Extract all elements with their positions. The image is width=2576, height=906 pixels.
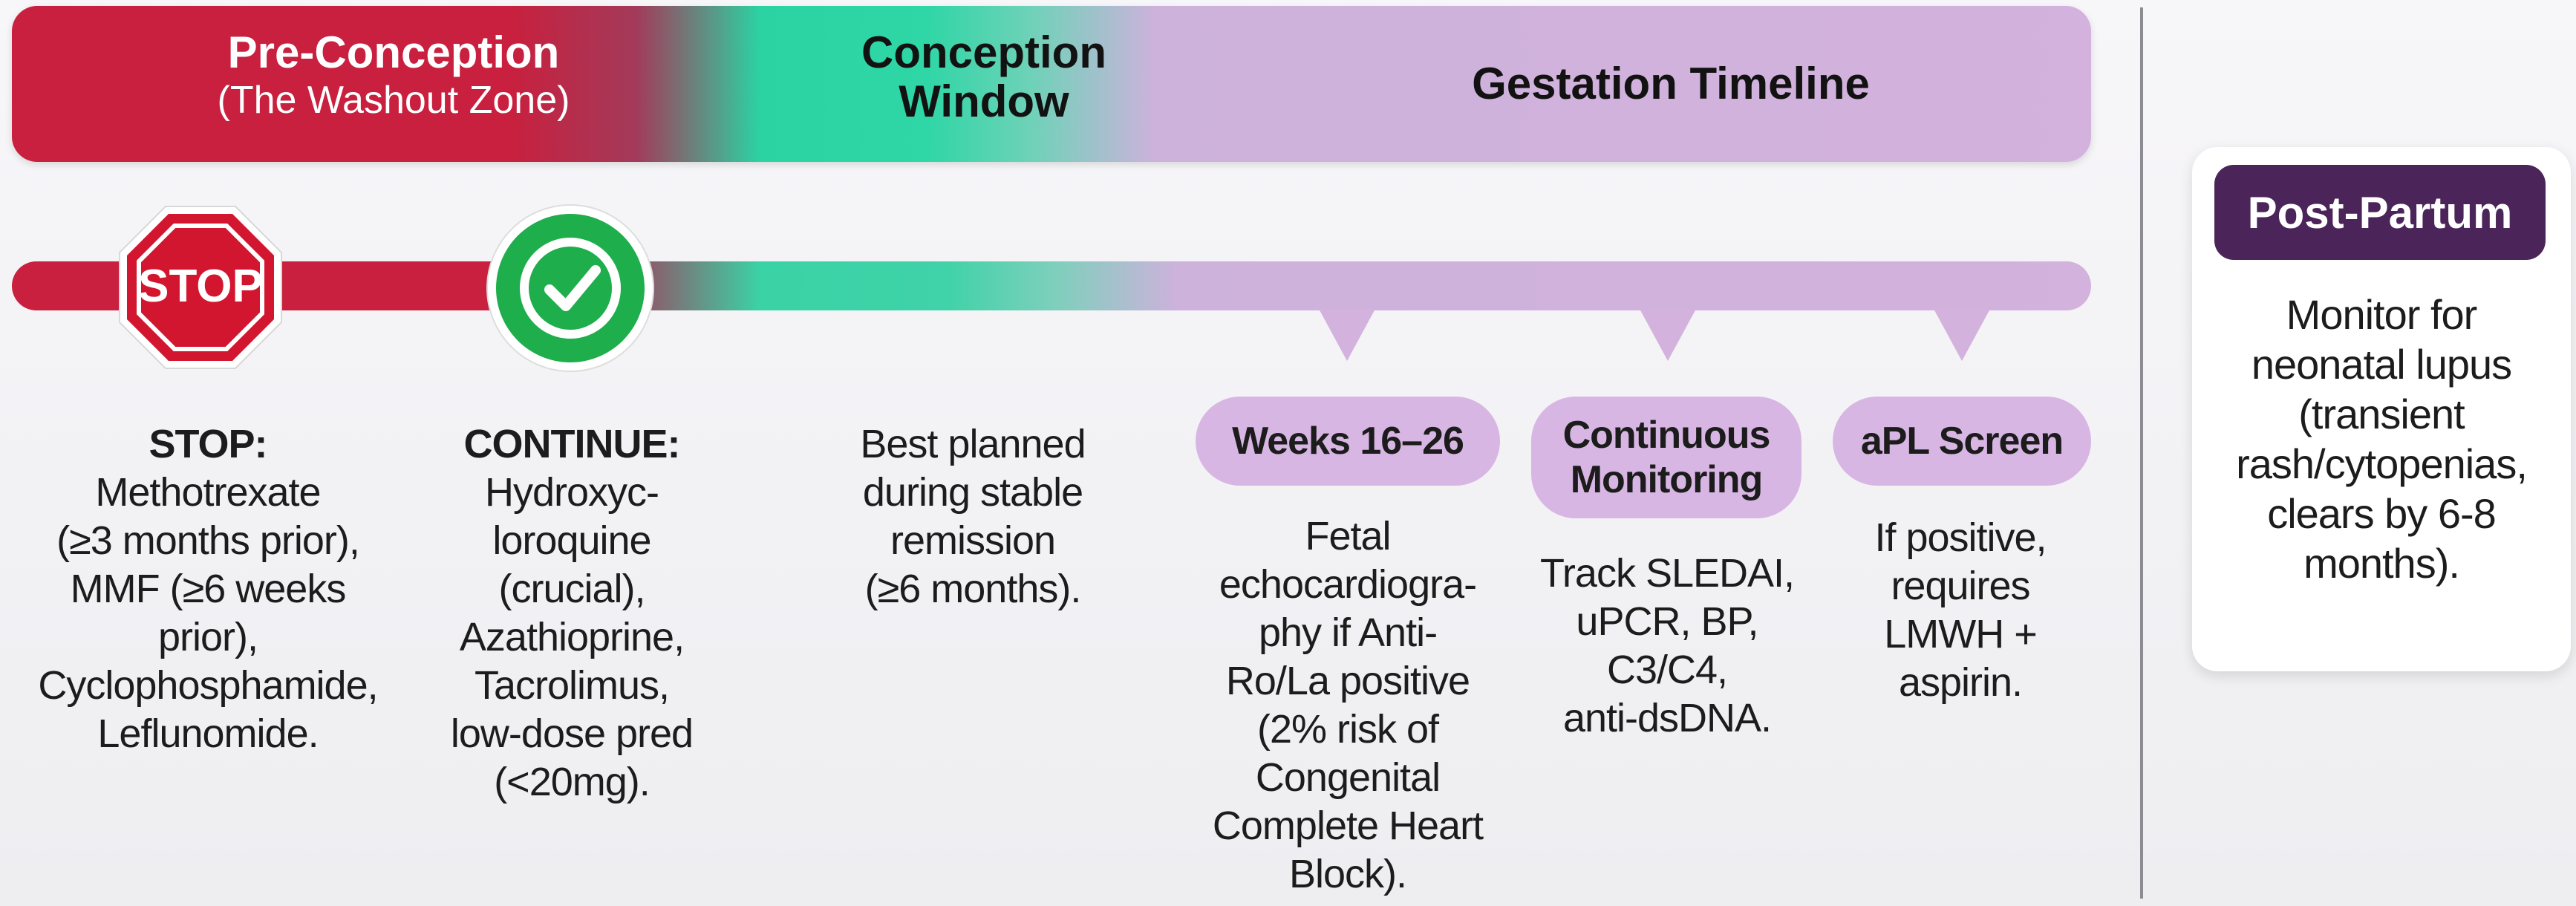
phase-banner [12,6,2091,162]
pre-conception-subtitle: (The Washout Zone) [217,79,570,122]
post-partum-line: (transient [2298,391,2465,437]
monitoring-column: Track SLEDAI, uPCR, BP, C3/C4, anti-dsDN… [1515,550,1819,743]
apl-column: If positive, requires LMWH + aspirin. [1827,514,2094,707]
apl-line: aspirin. [1898,660,2023,705]
post-partum-badge: Post-Partum [2214,165,2546,260]
stop-line: Methotrexate [95,470,321,515]
apl-line: If positive, [1874,515,2047,560]
weeks-16-26-pill: Weeks 16–26 [1196,397,1500,486]
apl-pill-label: aPL Screen [1860,420,2064,463]
weeks-pointer [1319,309,1375,361]
weeks-line: phy if Anti- [1258,610,1438,655]
conception-title-line2: Window [899,76,1069,126]
conception-line: remission [890,518,1056,563]
check-circle-icon [484,202,656,374]
weeks-line: (2% risk of [1256,707,1439,752]
continue-line: loroquine [492,518,651,563]
post-partum-line: rash/cytopenias, [2236,440,2528,487]
continue-line: Azathioprine, [459,615,685,659]
pre-conception-header: Pre-Conception (The Washout Zone) [119,28,668,123]
pre-conception-title: Pre-Conception [227,27,560,77]
apl-screen-pill: aPL Screen [1833,397,2091,486]
continue-line: (crucial), [498,567,645,611]
continue-heading: CONTINUE: [463,422,681,466]
monitoring-line: C3/C4, [1606,648,1728,692]
weeks-line: Fetal [1305,514,1391,558]
stop-sign-text: STOP [138,261,263,312]
gestation-header: Gestation Timeline [1366,59,1975,108]
post-partum-line: months). [2303,540,2460,587]
apl-line: requires [1891,564,2030,608]
stop-column: STOP: Methotrexate (≥3 months prior), MM… [7,420,408,758]
weeks-line: Block). [1288,852,1407,896]
post-partum-text: Monitor for neonatal lupus (transient ra… [2194,290,2569,588]
conception-title-line1: Conception [861,27,1106,77]
weeks-pill-label: Weeks 16–26 [1232,420,1464,463]
post-partum-line: neonatal lupus [2251,341,2512,388]
continue-line: Hydroxyc- [484,470,659,515]
post-partum-line: Monitor for [2286,291,2478,338]
apl-line: LMWH + [1884,612,2038,656]
continue-line: Tacrolimus, [474,663,670,708]
gestation-title: Gestation Timeline [1472,59,1870,108]
monitoring-line: anti-dsDNA. [1562,696,1772,740]
monitoring-line: uPCR, BP, [1576,599,1758,644]
stop-sign-icon: STOP [115,202,286,373]
post-partum-title: Post-Partum [2247,187,2513,238]
post-partum-line: clears by 6-8 [2267,490,2497,537]
conception-line: (≥6 months). [864,567,1082,611]
stop-line: (≥3 months prior), [56,518,360,563]
monitoring-pill-line1: Continuous [1562,414,1771,457]
monitoring-line: Track SLEDAI, [1539,551,1795,596]
weeks-column: Fetal echocardiogra- phy if Anti- Ro/La … [1170,512,1526,899]
continue-column: CONTINUE: Hydroxyc- loroquine (crucial),… [416,420,728,806]
conception-window-header: Conception Window [802,28,1166,126]
continue-line: (<20mg). [494,760,650,804]
stop-heading: STOP: [149,422,267,466]
continue-line: low-dose pred [450,711,694,756]
conception-line: Best planned [860,422,1086,466]
monitoring-pill-line2: Monitoring [1570,458,1764,501]
apl-pointer [1934,309,1990,361]
conception-column: Best planned during stable remission (≥6… [802,420,1144,613]
monitoring-pointer [1640,309,1696,361]
weeks-line: echocardiogra- [1219,562,1477,607]
stop-line: prior), [157,615,258,659]
stop-line: Leflunomide. [97,711,319,756]
stop-line: MMF (≥6 weeks [70,567,347,611]
stop-line: Cyclophosphamide, [38,663,378,708]
section-divider [2140,7,2143,899]
weeks-line: Congenital [1255,755,1441,800]
weeks-line: Ro/La positive [1225,659,1470,703]
weeks-line: Complete Heart [1212,804,1484,848]
conception-line: during stable [862,470,1083,515]
timeline-track [12,261,2091,310]
continuous-monitoring-pill: Continuous Monitoring [1531,397,1801,518]
